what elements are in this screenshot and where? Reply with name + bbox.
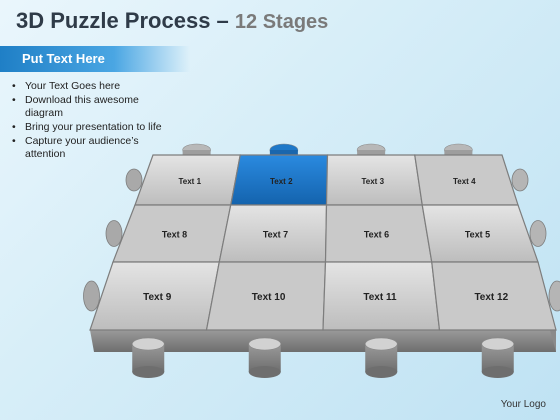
title-stages: 12 Stages bbox=[234, 11, 329, 33]
piece-label: Text 10 bbox=[252, 292, 286, 303]
puzzle-board-edge bbox=[90, 155, 556, 352]
piece-label: Text 6 bbox=[364, 230, 389, 240]
bullet-item: Your Text Goes here bbox=[10, 80, 170, 93]
knob-shape bbox=[365, 366, 398, 378]
bullet-list: Your Text Goes here Download this awesom… bbox=[10, 80, 170, 162]
knob-shape bbox=[269, 150, 298, 158]
logo-text: Your Logo bbox=[500, 399, 546, 410]
piece-label: Text 12 bbox=[474, 292, 508, 303]
page-title: 3D Puzzle Process – 12 Stages bbox=[16, 8, 328, 34]
sidebar-heading: Put Text Here bbox=[22, 51, 105, 66]
knob-shape bbox=[132, 366, 165, 378]
title-main: 3D Puzzle Process – bbox=[16, 8, 229, 33]
knob-shape bbox=[83, 280, 100, 312]
knob-shape bbox=[444, 150, 473, 158]
knob-shape bbox=[131, 337, 165, 351]
puzzle-piece bbox=[431, 261, 557, 331]
knob-shape bbox=[248, 337, 282, 351]
piece-label: Text 3 bbox=[361, 177, 384, 186]
knob-shape bbox=[248, 366, 281, 378]
piece-label: Text 7 bbox=[263, 230, 288, 240]
sidebar-heading-bar: Put Text Here bbox=[0, 46, 190, 72]
knob-shape bbox=[481, 366, 514, 378]
puzzle-knobs-back bbox=[83, 143, 560, 312]
knob-shape bbox=[511, 168, 529, 192]
knob-shape bbox=[364, 337, 398, 351]
piece-label: Text 5 bbox=[465, 230, 490, 240]
bullet-item: Bring your presentation to life bbox=[10, 121, 170, 134]
piece-label: Text 9 bbox=[143, 292, 172, 303]
board-front-edge bbox=[90, 330, 556, 352]
piece-label: Text 11 bbox=[363, 292, 397, 303]
knob-shape bbox=[182, 150, 211, 158]
knob-shape bbox=[548, 280, 560, 312]
piece-label: Text 2 bbox=[270, 177, 293, 186]
piece-label: Text 4 bbox=[453, 177, 476, 186]
piece-label: Text 1 bbox=[178, 177, 201, 186]
knob-shape bbox=[357, 150, 386, 158]
knob-shape bbox=[481, 337, 515, 351]
knob-shape bbox=[125, 168, 143, 192]
bullet-item: Download this awesome diagram bbox=[10, 94, 170, 120]
puzzle-knobs-front bbox=[131, 337, 515, 378]
knob-shape bbox=[105, 220, 123, 247]
puzzle-pieces: Text 1 Text 2 Text 3 Text 4 Text 8 Text 7 Text… bbox=[89, 154, 557, 331]
bullet-item: Capture your audience’s attention bbox=[10, 135, 170, 161]
piece-label: Text 8 bbox=[162, 230, 187, 240]
knob-shape bbox=[529, 220, 547, 247]
